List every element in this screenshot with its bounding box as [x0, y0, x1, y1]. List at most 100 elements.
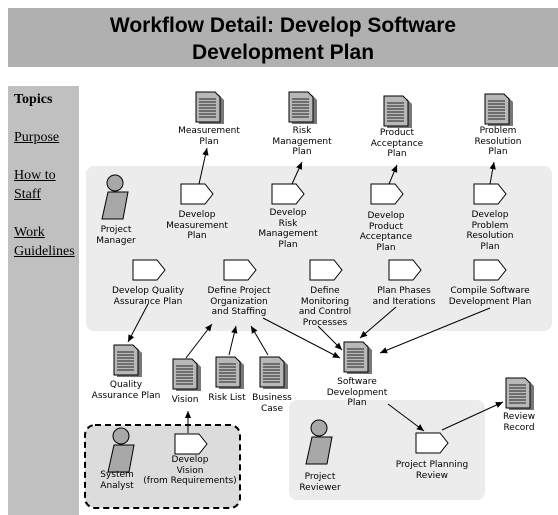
arrow-quality-assurance — [127, 303, 149, 343]
develop-risk-management-plan-label-line: Risk — [278, 218, 298, 229]
problem-resolution-plan-label-line: Problem — [479, 126, 517, 136]
sidebar-heading: Topics — [14, 92, 53, 107]
vision-artifact-icon[interactable] — [172, 358, 201, 391]
project-reviewer-label-line: Project — [304, 472, 336, 482]
develop-product-acceptance-plan-label-line: Product — [368, 221, 404, 232]
arrow-phases-to-sdp — [359, 306, 397, 339]
project-reviewer-label-line: Reviewer — [299, 482, 341, 493]
develop-quality-assurance-plan-activity-icon[interactable] — [132, 259, 166, 281]
sidebar-link-purpose[interactable]: Purpose — [14, 128, 59, 147]
define-project-organization-label-line: Organization — [210, 296, 268, 307]
arrow-product-acceptance — [388, 164, 398, 185]
problem-resolution-plan-label-line: Plan — [488, 147, 508, 157]
plan-phases-label-line: and Iterations — [372, 296, 436, 307]
arrow-vision-to-org — [185, 323, 213, 359]
develop-product-acceptance-plan-activity-icon[interactable] — [370, 183, 404, 205]
define-monitoring-label-line: Processes — [302, 317, 348, 328]
software-development-plan-label-line: Plan — [347, 398, 367, 408]
develop-product-acceptance-plan-label-line: Acceptance — [359, 232, 413, 242]
plan-phases-label-line: Plan Phases — [377, 286, 431, 296]
sidebar-link-work-guidelines-label-1: Work — [14, 225, 45, 240]
define-project-organization-label-line: Define Project — [207, 286, 271, 296]
develop-problem-resolution-plan-label-line: Plan — [480, 241, 500, 252]
software-development-plan-artifact-icon[interactable] — [343, 341, 372, 374]
quality-assurance-plan-artifact-icon[interactable] — [113, 344, 142, 377]
quality-assurance-plan-label-line: Assurance Plan — [91, 390, 161, 401]
develop-problem-resolution-plan-label-line: Develop — [471, 210, 509, 220]
risk-management-plan-artifact-icon[interactable] — [288, 91, 317, 124]
product-acceptance-plan-label-line: Plan — [387, 149, 407, 159]
develop-measurement-plan-label-line: Measurement — [166, 220, 228, 231]
business-case-label-line: Case — [260, 403, 284, 414]
plan-phases-activity-icon[interactable] — [388, 259, 422, 281]
define-monitoring-activity-icon[interactable] — [309, 259, 343, 281]
develop-risk-management-plan-label-line: Management — [258, 229, 318, 239]
business-case-label-line: Business — [252, 393, 292, 403]
project-manager-label-line: Manager — [96, 235, 136, 246]
sidebar-link-purpose-label: Purpose — [14, 130, 60, 145]
develop-vision-label-line: Develop — [171, 455, 209, 465]
product-acceptance-plan-artifact-icon[interactable] — [383, 95, 412, 128]
develop-quality-assurance-plan-label-line: Assurance Plan — [113, 296, 183, 307]
review-record-label-line: Review — [502, 412, 536, 422]
develop-measurement-plan-label-line: Plan — [187, 231, 207, 241]
define-project-organization-activity-icon[interactable] — [223, 259, 257, 281]
measurement-plan-label-line: Measurement — [178, 126, 240, 136]
develop-vision-activity-icon[interactable] — [174, 433, 208, 455]
risk-list-label: Risk List — [208, 393, 245, 404]
compile-sdp-label-line: Compile Software — [450, 286, 530, 296]
arrow-org-to-sdp — [262, 317, 341, 359]
arrow-compile-to-sdp — [379, 307, 491, 354]
project-manager-role-icon[interactable] — [101, 174, 129, 220]
develop-measurement-plan-label-line: Develop — [178, 210, 216, 220]
risk-list-artifact-icon[interactable] — [215, 356, 244, 389]
review-record-label-line: Record — [503, 422, 535, 433]
quality-assurance-plan-label-line: Quality — [109, 380, 143, 390]
project-planning-review-label-line: Review — [415, 470, 449, 481]
system-analyst-role-icon[interactable] — [107, 427, 135, 473]
develop-quality-assurance-plan-label-line: Develop Quality — [111, 286, 185, 296]
problem-resolution-plan-artifact-icon[interactable] — [484, 93, 513, 126]
business-case-artifact-icon[interactable] — [259, 356, 288, 389]
page-title-line-2: Development Plan — [191, 41, 375, 64]
develop-product-acceptance-plan-label-line: Plan — [376, 242, 396, 253]
page-title-line-1: Workflow Detail: Develop Software — [109, 14, 457, 37]
risk-list-label-line: Risk List — [208, 393, 246, 403]
measurement-plan-label-line: Plan — [199, 136, 219, 147]
software-development-plan-label-line: Development — [326, 387, 388, 398]
sidebar-link-how-to-staff[interactable]: How to Staff — [14, 166, 56, 204]
product-acceptance-plan-label-line: Acceptance — [370, 138, 424, 149]
arrow-sdp-to-review — [387, 403, 425, 432]
project-reviewer-role-icon[interactable] — [305, 419, 333, 465]
risk-management-plan-label-line: Risk — [292, 126, 312, 136]
arrow-businesscase-to-org — [250, 325, 269, 356]
review-record-artifact-icon[interactable] — [505, 377, 534, 410]
measurement-plan-artifact-icon[interactable] — [195, 91, 224, 124]
develop-problem-resolution-plan-activity-icon[interactable] — [473, 183, 507, 205]
develop-risk-management-plan-activity-icon[interactable] — [271, 183, 305, 205]
sidebar-link-work-guidelines[interactable]: Work Guidelines — [14, 223, 75, 261]
compile-sdp-activity-icon[interactable] — [473, 259, 507, 281]
software-development-plan-label-line: Software — [337, 377, 377, 387]
define-monitoring-label-line: Define — [310, 286, 340, 296]
project-planning-review-activity-icon[interactable] — [415, 432, 449, 454]
develop-measurement-plan-activity-icon[interactable] — [180, 183, 214, 205]
arrow-risk-management — [291, 161, 303, 185]
